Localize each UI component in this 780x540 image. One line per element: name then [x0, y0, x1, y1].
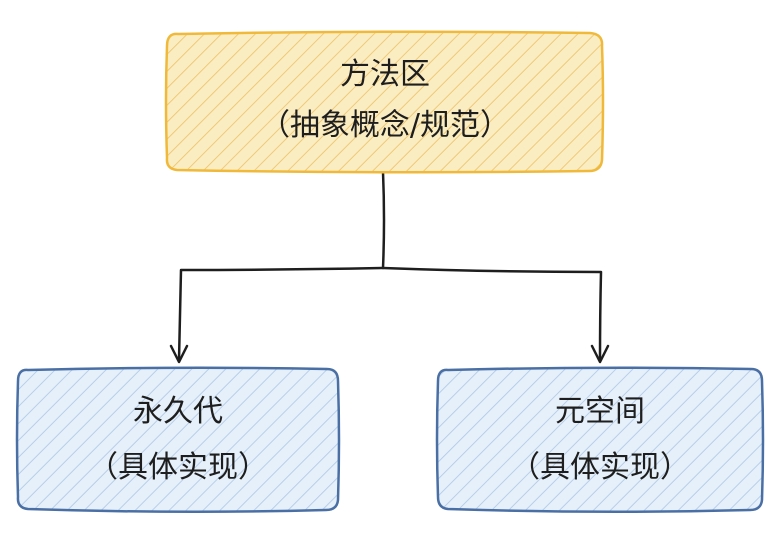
- node-method-area-title: 方法区: [340, 57, 430, 92]
- arrowhead-right-icon: [590, 344, 610, 364]
- node-method-area-box: [164, 30, 605, 174]
- node-metaspace-box: [435, 366, 765, 514]
- connector-branch-right: [381, 266, 603, 362]
- connector-branch-left: [177, 266, 385, 362]
- connectors: [169, 170, 610, 364]
- node-metaspace: 元空间 （具体实现）: [435, 366, 765, 514]
- node-metaspace-subtitle: （具体实现）: [510, 450, 690, 485]
- node-permgen: 永久代 （具体实现）: [15, 366, 341, 514]
- node-permgen-box: [15, 366, 341, 514]
- node-method-area-subtitle: （抽象概念/规范）: [260, 108, 510, 143]
- connector-trunk: [381, 170, 386, 270]
- node-metaspace-title: 元空间: [555, 394, 645, 429]
- node-permgen-subtitle: （具体实现）: [88, 450, 268, 485]
- arrowhead-left-icon: [169, 344, 189, 364]
- node-method-area: 方法区 （抽象概念/规范）: [164, 30, 605, 174]
- node-permgen-title: 永久代: [133, 394, 223, 429]
